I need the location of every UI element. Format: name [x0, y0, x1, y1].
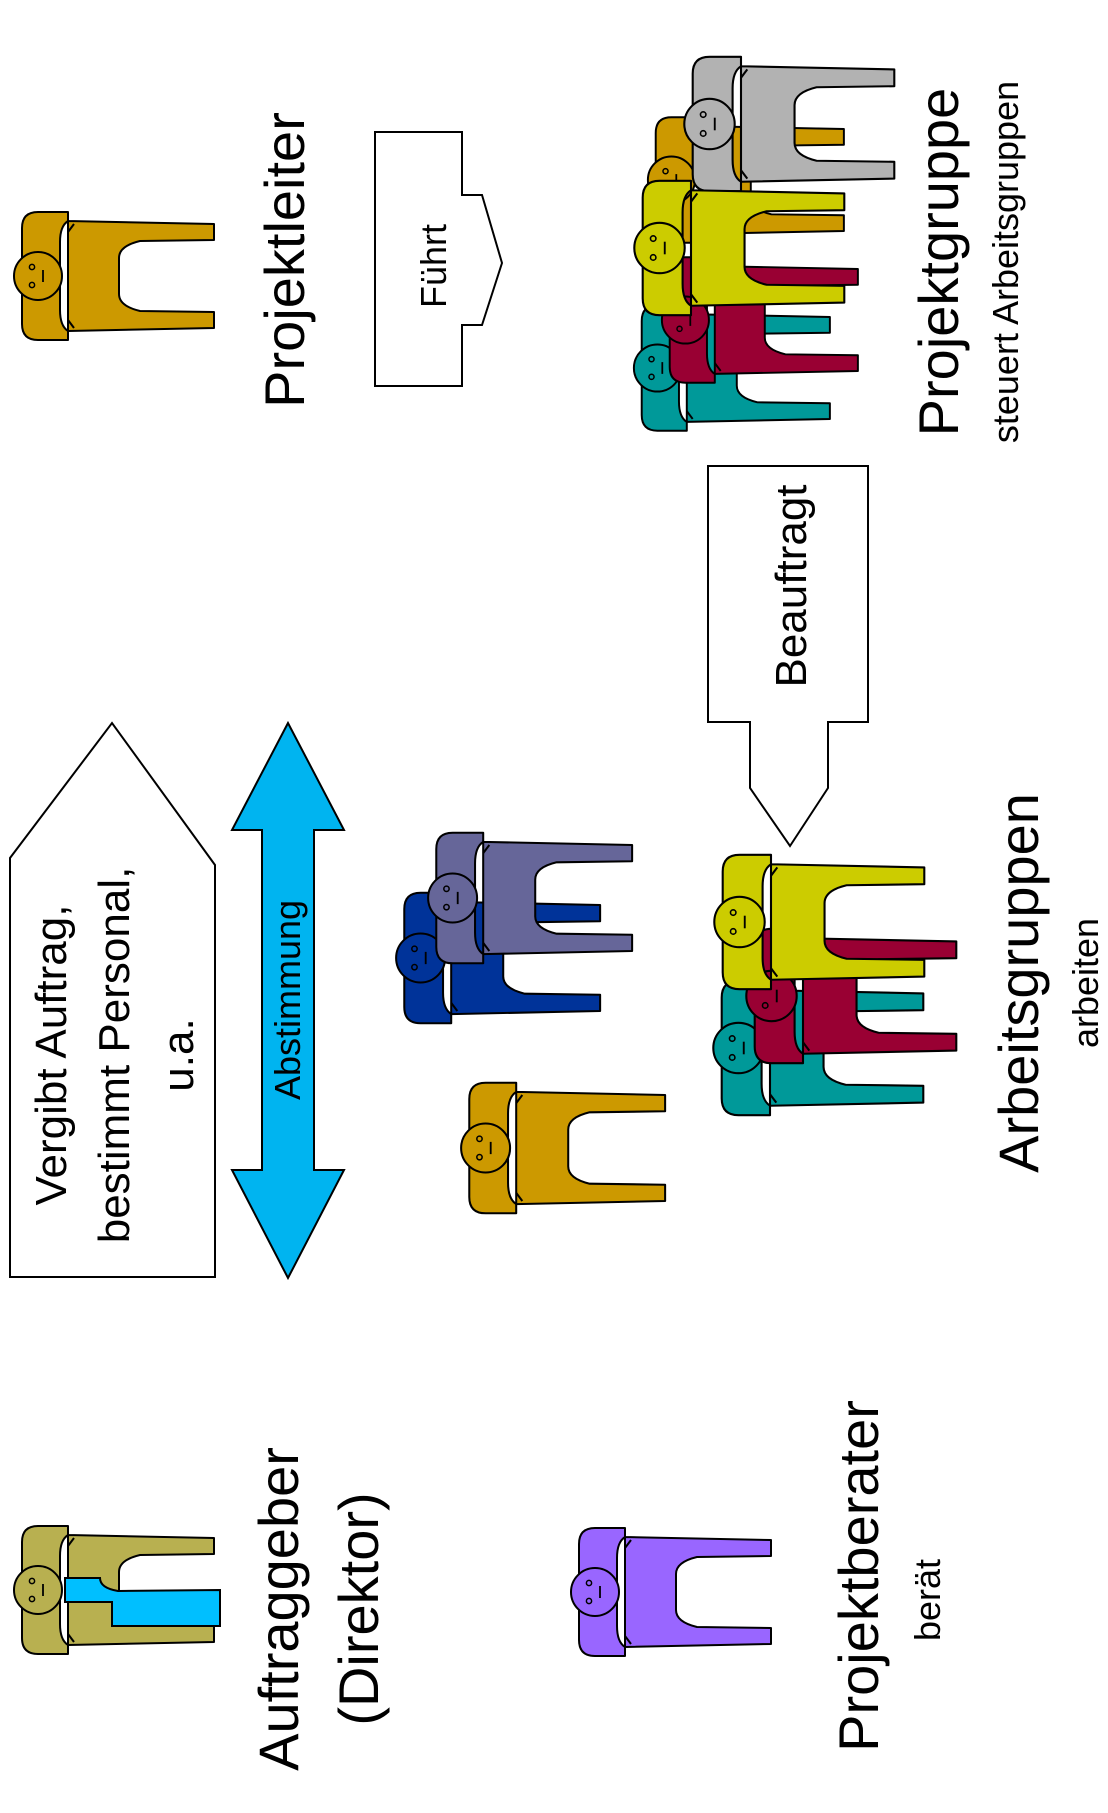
- arbeitsgruppen-label: Arbeitsgruppen: [987, 793, 1050, 1173]
- abstimmung-label: Abstimmung: [267, 900, 308, 1100]
- projektgruppe-sublabel: steuert Arbeitsgruppen: [985, 81, 1026, 443]
- person-figure: [460, 1081, 667, 1215]
- projektgruppe-figures: [632, 55, 896, 432]
- beauftragt-label: Beauftragt: [767, 484, 816, 687]
- projektberater-label: Projektberater: [827, 1400, 890, 1752]
- person-figure: [713, 853, 926, 991]
- fuehrt-arrow: Führt: [374, 131, 504, 387]
- arbeitsgruppen-figures: [712, 853, 958, 1117]
- person-figure: [427, 831, 634, 965]
- arbeitsgruppen-sublabel: arbeiten: [1065, 918, 1106, 1048]
- auftraggeber-suit-detail: [64, 1577, 221, 1627]
- abstimmung-double-arrow: Abstimmung: [230, 720, 346, 1281]
- beauftragt-arrow: Beauftragt: [707, 465, 869, 848]
- vergibt-auftrag-arrow: Vergibt Auftrag, bestimmt Personal, u.a.: [9, 721, 216, 1278]
- person-figure: [683, 55, 896, 193]
- vergibt-label-line1: Vergibt Auftrag,: [27, 905, 76, 1206]
- projektberater-sublabel: berät: [907, 1559, 948, 1641]
- vergibt-label-line3: u.a.: [154, 1018, 203, 1091]
- vergibt-label-line2: bestimmt Personal,: [90, 867, 139, 1244]
- person-figure: [633, 179, 846, 317]
- auftraggeber-label-line1: Auftraggeber: [247, 1447, 310, 1771]
- auftraggeber-label-line2: (Direktor): [327, 1492, 390, 1725]
- projektleiter-figure: [13, 211, 215, 341]
- projektleiter-label: Projektleiter: [253, 112, 316, 408]
- middle-figures: [395, 831, 667, 1215]
- fuehrt-label: Führt: [413, 224, 454, 308]
- projektgruppe-label: Projektgruppe: [907, 88, 970, 437]
- projektberater-figure: [570, 1527, 772, 1657]
